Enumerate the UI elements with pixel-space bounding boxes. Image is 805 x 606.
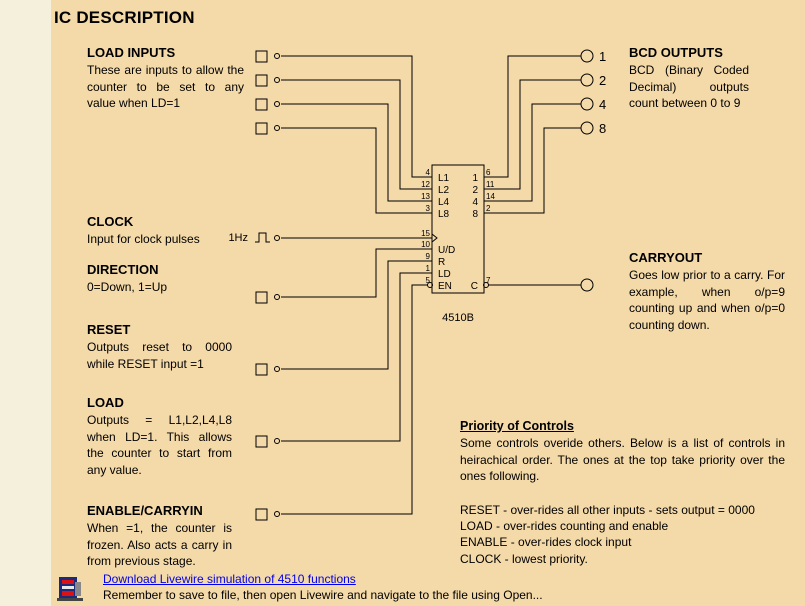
- wire-enable: [281, 284, 428, 515]
- priority-item-clock: CLOCK - lowest priority.: [460, 552, 588, 566]
- switch-l2: [255, 74, 268, 87]
- load-inputs-text: These are inputs to allow the counter to…: [87, 63, 244, 110]
- pin-label-left: L1: [438, 173, 450, 184]
- enable-heading: ENABLE/CARRYIN: [87, 503, 203, 518]
- priority-text: Some controls overide others. Below is a…: [460, 436, 785, 483]
- pin-number-left: 4: [426, 168, 431, 177]
- switch-l1: [255, 50, 268, 63]
- wire-out-2: [484, 79, 581, 190]
- wire-out-1: [484, 55, 581, 178]
- pin-number-right: 11: [486, 180, 495, 189]
- pin-label-right: 4: [472, 197, 478, 208]
- download-note: Remember to save to file, then open Live…: [103, 588, 543, 602]
- enable-text: When =1, the counter is frozen. Also act…: [87, 521, 232, 568]
- c-inversion-bubble: [483, 282, 489, 288]
- pin-label-left: EN: [438, 281, 452, 292]
- carryout-heading: CARRYOUT: [629, 250, 703, 265]
- pin-number-left: 5: [426, 276, 431, 285]
- wire-out-8: [484, 127, 581, 214]
- pin-number-right: 2: [486, 204, 491, 213]
- carryout-text: Goes low prior to a carry. For example, …: [629, 268, 785, 332]
- priority-item-load: LOAD - over-rides counting and enable: [460, 519, 669, 533]
- output-label-8: 8: [599, 121, 606, 136]
- output-led-4: [580, 97, 594, 111]
- clock-pulse-icon: [255, 232, 270, 243]
- clock-edge-marker: [431, 233, 438, 243]
- reset-text: Outputs reset to 0000 while RESET input …: [87, 340, 232, 371]
- direction-text: 0=Down, 1=Up: [87, 280, 168, 294]
- reset-heading: RESET: [87, 322, 131, 337]
- pin-label-left: U/D: [438, 245, 455, 256]
- priority-item-reset: RESET - over-rides all other inputs - se…: [460, 503, 755, 517]
- wire-direction: [281, 248, 432, 298]
- pin-number-right: 14: [486, 192, 495, 201]
- chip-name-label: 4510B: [442, 312, 474, 324]
- priority-item-enable: ENABLE - over-rides clock input: [460, 535, 632, 549]
- pin-label-left: R: [438, 257, 445, 268]
- bcd-outputs-heading: BCD OUTPUTS: [629, 45, 723, 60]
- switch-enable: [255, 508, 268, 521]
- output-led-1: [580, 49, 594, 63]
- clock-heading: CLOCK: [87, 214, 134, 229]
- wire-reset: [281, 260, 432, 370]
- output-led-8: [580, 121, 594, 135]
- direction-heading: DIRECTION: [87, 262, 159, 277]
- wire-l1: [281, 55, 432, 178]
- switch-l4: [255, 98, 268, 111]
- pin-label-right: 8: [472, 209, 478, 220]
- wire-l8: [281, 127, 432, 214]
- switch-l8: [255, 122, 268, 135]
- pin-label-left: L2: [438, 185, 450, 196]
- pin-number-left: 9: [426, 252, 431, 261]
- bcd-outputs-text: BCD (Binary Coded Decimal) outputs count…: [629, 63, 749, 110]
- clock-frequency-label: 1Hz: [228, 232, 248, 244]
- pin-label-left: L8: [438, 209, 450, 220]
- pin-label-right: 2: [472, 185, 478, 196]
- pin-label-left: L4: [438, 197, 450, 208]
- wire-load: [281, 272, 432, 442]
- pin-number-left: 15: [421, 229, 430, 238]
- load-heading: LOAD: [87, 395, 124, 410]
- output-label-2: 2: [599, 73, 606, 88]
- pin-number-right: 7: [486, 276, 491, 285]
- output-label-4: 4: [599, 97, 606, 112]
- output-led-carry: [580, 278, 594, 292]
- download-livewire-link[interactable]: Download Livewire simulation of 4510 fun…: [103, 572, 356, 586]
- clock-text: Input for clock pulses: [87, 232, 200, 246]
- load-text: Outputs = L1,L2,L4,L8 when LD=1. This al…: [87, 413, 232, 477]
- output-led-2: [580, 73, 594, 87]
- wire-l4: [281, 103, 432, 202]
- pin-number-left: 3: [426, 204, 431, 213]
- chip-4510b-body: [431, 164, 485, 294]
- pin-label-right: 1: [472, 173, 478, 184]
- priority-heading: Priority of Controls: [460, 419, 574, 433]
- page-title: IC DESCRIPTION: [54, 8, 195, 27]
- output-label-1: 1: [599, 49, 606, 64]
- switch-direction: [255, 291, 268, 304]
- pin-number-left: 1: [426, 264, 431, 273]
- switch-reset: [255, 363, 268, 376]
- wire-l2: [281, 79, 432, 190]
- pin-number-right: 6: [486, 168, 491, 177]
- pin-number-left: 13: [421, 192, 430, 201]
- livewire-app-icon[interactable]: [56, 574, 86, 604]
- pin-label-right: C: [471, 281, 478, 292]
- wire-out-4: [484, 103, 581, 202]
- pin-number-left: 12: [421, 180, 430, 189]
- load-inputs-heading: LOAD INPUTS: [87, 45, 176, 60]
- en-inversion-bubble: [427, 282, 433, 288]
- pin-label-left: LD: [438, 269, 451, 280]
- switch-load: [255, 435, 268, 448]
- pin-number-left: 10: [421, 240, 430, 249]
- content-panel: [51, 0, 805, 606]
